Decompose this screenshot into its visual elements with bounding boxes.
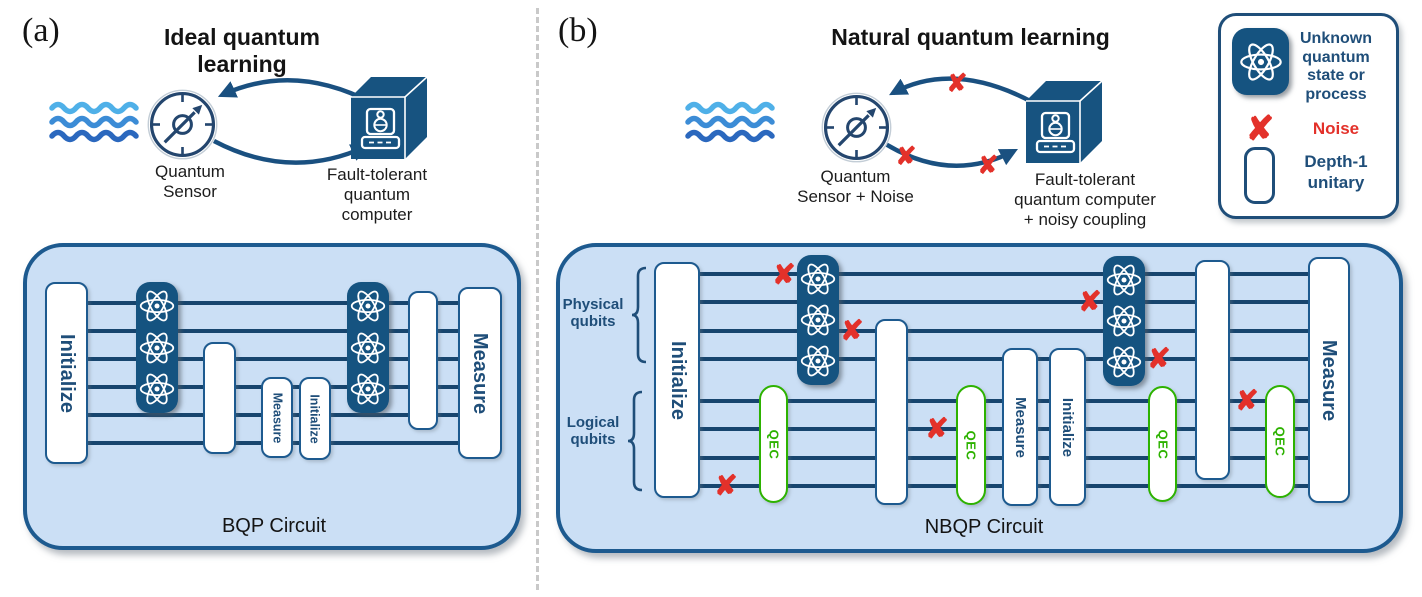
legend-unknown-state-icon: [1232, 28, 1289, 95]
qec-gate: QEC: [1265, 385, 1295, 498]
nbqp-circuit-label: NBQP Circuit: [924, 516, 1044, 538]
qubit-wire: [666, 272, 1336, 276]
qubit-wire: [666, 329, 1336, 333]
qubit-wire: [666, 456, 1336, 460]
noise-x-icon: ✘: [946, 69, 968, 98]
qubit-wire: [666, 427, 1336, 431]
atom-icon: [800, 345, 836, 377]
noise-x-icon: ✘: [1245, 110, 1275, 148]
arrow-computer-to-sensor-b: [889, 76, 1036, 105]
panel-divider: [536, 8, 539, 590]
legend-noise-label: Noise: [1312, 119, 1360, 138]
atom-icon: [1239, 42, 1282, 81]
qubit-wire: [60, 301, 484, 305]
atom-icon: [139, 373, 175, 405]
noise-x-icon: ✘: [714, 470, 738, 501]
sensor-label-b: Quantum Sensor + Noise: [797, 167, 914, 207]
atom-icon: [800, 304, 836, 336]
noise-x-icon: ✘: [925, 413, 949, 444]
initialize-gate: Initialize: [45, 282, 88, 464]
atom-icon: [1106, 264, 1142, 296]
quantum-computer-cube-icon: [1026, 80, 1103, 163]
panel-b-tag: (b): [558, 12, 598, 49]
arrow-sensor-to-computer-b: [882, 141, 1019, 168]
arrow-sensor-to-computer-a: [212, 139, 370, 165]
legend-depth1-unitary-icon: [1244, 147, 1275, 204]
atom-icon: [800, 263, 836, 295]
qec-gate: QEC: [759, 385, 788, 503]
initialize-gate: Initialize: [299, 377, 331, 460]
physical-qubits-brace: [631, 266, 647, 364]
legend-unknown-label: Unknown quantum state or process: [1300, 30, 1372, 103]
qubit-wire: [666, 357, 1336, 361]
qubit-wire: [666, 484, 1336, 488]
sensor-gauge-icon: [147, 89, 218, 160]
depth1-unitary-gate: [875, 319, 908, 505]
atom-icon: [1106, 305, 1142, 337]
qubit-wire: [60, 357, 484, 361]
logical-qubits-brace: [627, 390, 643, 492]
noise-x-icon: ✘: [977, 151, 999, 180]
atom-icon: [350, 332, 386, 363]
measure-gate: Measure: [1308, 257, 1350, 503]
atom-icon: [139, 290, 175, 322]
computer-label-b: Fault-tolerant quantum computer + noisy …: [1014, 170, 1156, 230]
noise-x-icon: ✘: [1235, 385, 1259, 416]
depth1-unitary-gate: [203, 342, 236, 454]
noise-x-icon: ✘: [1078, 286, 1102, 317]
computer-label-a: Fault-tolerant quantum computer: [326, 165, 428, 225]
noise-x-icon: ✘: [895, 142, 917, 171]
unknown-process-box: [1103, 256, 1145, 386]
panel-b-title: Natural quantum learning: [831, 24, 1110, 50]
qec-gate: QEC: [1148, 386, 1177, 502]
qec-gate: QEC: [956, 385, 986, 505]
qubit-wire: [666, 300, 1336, 304]
initialize-gate: Initialize: [654, 262, 700, 498]
unknown-process-box: [136, 282, 178, 413]
measure-gate: Measure: [261, 377, 293, 458]
noise-x-icon: ✘: [772, 259, 796, 290]
quantum-computer-cube-icon: [351, 76, 428, 159]
bqp-circuit-label: BQP Circuit: [221, 515, 327, 537]
atom-icon: [139, 332, 175, 363]
logical-qubits-label: Logical qubits: [566, 414, 620, 449]
measure-gate: Measure: [1002, 348, 1038, 506]
atom-icon: [1106, 346, 1142, 378]
waves-icon: [49, 101, 139, 143]
panel-a-tag: (a): [22, 12, 60, 49]
legend-depth1-label: Depth-1 unitary: [1304, 152, 1368, 192]
noise-x-icon: ✘: [1147, 343, 1171, 374]
unknown-process-box: [797, 255, 839, 385]
initialize-gate: Initialize: [1049, 348, 1086, 506]
atom-icon: [350, 373, 386, 405]
measure-gate: Measure: [458, 287, 502, 459]
sensor-gauge-icon: [821, 92, 892, 163]
atom-icon: [350, 290, 386, 322]
depth1-unitary-gate: [408, 291, 438, 430]
noise-x-icon: ✘: [840, 315, 864, 346]
qubit-wire: [666, 399, 1336, 403]
qubit-wire: [60, 329, 484, 333]
physical-qubits-label: Physical qubits: [562, 296, 624, 331]
unknown-process-box: [347, 282, 389, 413]
waves-icon: [685, 101, 775, 143]
sensor-label-a: Quantum Sensor: [155, 162, 225, 202]
panel-a-title: Ideal quantum learning: [164, 24, 320, 77]
depth1-unitary-gate: [1195, 260, 1230, 480]
